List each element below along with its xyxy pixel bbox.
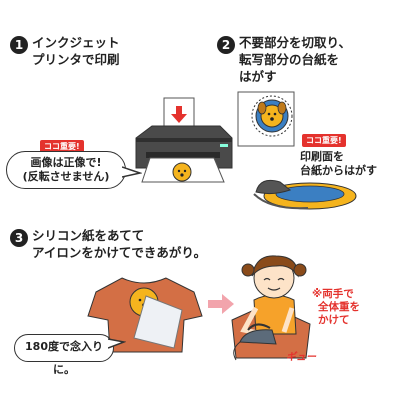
step-3-red-note: ※両手で 全体重を かけて: [312, 288, 360, 327]
step-3-number: 3: [10, 229, 28, 247]
step-3-sound-effect: ギュー: [286, 352, 316, 363]
tshirt-silicone-illustration: [87, 277, 203, 353]
step-3-text: シリコン紙をあてて アイロンをかけてできあがり。: [32, 227, 206, 261]
step-2-line-1: 不要部分を切取り、: [239, 35, 352, 50]
step-1-line-2: プリンタで印刷: [32, 52, 120, 67]
step-1-important-badge: ココ重要!: [40, 140, 84, 153]
step-1-bubble-line-2: (反転させません): [22, 170, 110, 183]
bubble-tail-icon: [122, 166, 142, 178]
peeling-film-illustration: [253, 179, 357, 210]
step-1-line-1: インクジェット: [32, 35, 120, 50]
arrow-down-icon: [171, 106, 187, 123]
step-3-line-2: アイロンをかけてできあがり。: [32, 245, 207, 260]
step-1-bubble-line-1: 画像は正像で!: [30, 156, 102, 169]
step-3-temperature-bubble: 180度で念入りに。: [14, 334, 114, 376]
step-2-note: 印刷面を 台紙からはがす: [300, 150, 377, 178]
step-1-number: 1: [10, 36, 28, 54]
step-2-number: 2: [217, 36, 235, 54]
step-2-important-badge: ココ重要!: [302, 134, 346, 147]
step-2-line-2: 転写部分の台紙を: [239, 52, 340, 67]
step-3-line-1: シリコン紙をあてて: [32, 228, 145, 243]
arrow-right-icon: [208, 294, 234, 314]
transfer-sheet-illustration: [237, 91, 295, 147]
bubble-tail-icon: [108, 338, 126, 349]
step-2-note-line-2: 台紙からはがす: [300, 164, 377, 177]
step-1-text: インクジェット プリンタで印刷: [32, 34, 120, 68]
step-2-note-line-1: 印刷面を: [300, 150, 344, 163]
step-2-line-3: はがす: [239, 69, 277, 84]
girl-ironing-illustration: [231, 255, 311, 361]
step-3-red-note-line-1: ※両手で: [312, 288, 354, 300]
step-3-red-note-line-3: かけて: [318, 314, 350, 326]
step-2-text: 不要部分を切取り、 転写部分の台紙を はがす: [239, 34, 351, 85]
step-3-red-note-line-2: 全体重を: [318, 301, 360, 313]
step-1-speech-bubble: 画像は正像で! (反転させません): [6, 151, 126, 189]
printer-illustration: [135, 97, 233, 183]
